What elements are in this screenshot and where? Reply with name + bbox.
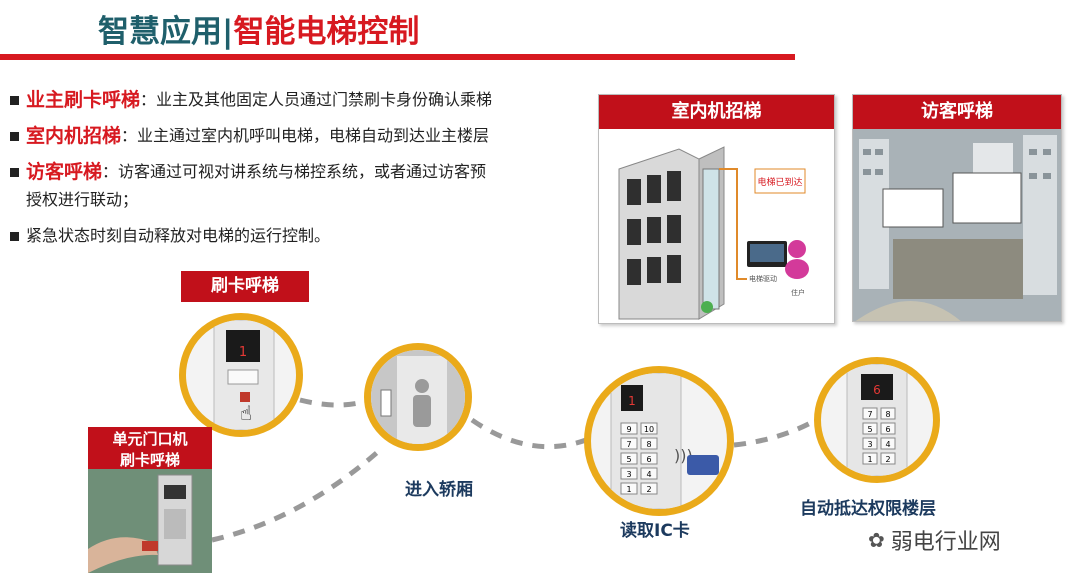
watermark-text: 弱电行业网 [890, 530, 1001, 555]
keypad-button-label: 2 [646, 485, 651, 494]
bullet-text: ：业主及其他固定人员通过门禁刷卡身份确认乘梯 [140, 90, 493, 109]
device-label: 电梯驱动 [749, 274, 777, 283]
keypad-button [640, 437, 658, 450]
cabin-illustration [371, 350, 465, 444]
keypad-button [620, 467, 638, 480]
bullet-indoor-unit: 室内机招梯 ：业主通过室内机呼叫电梯，电梯自动到达业主楼层 [10, 126, 585, 146]
keypad-button-label: 6 [885, 425, 890, 434]
bullet-keyword: 业主刷卡呼梯 [26, 89, 141, 111]
page-title: 智慧应用| 智能电梯控制 [98, 6, 419, 50]
step-read-card-label: 读取IC卡 [620, 521, 690, 541]
bullet-list: 业主刷卡呼梯 ：业主及其他固定人员通过门禁刷卡身份确认乘梯 室内机招梯 ：业主通… [10, 90, 585, 262]
step-enter-cabin [364, 343, 472, 451]
bullet-visitor-continued: 授权进行联动； [10, 190, 585, 210]
wechat-icon: ✿ [868, 528, 885, 552]
floor-panel-illustration: 6 7 8 5 6 3 4 1 2 [846, 364, 908, 476]
door-unit-illustration [88, 469, 212, 573]
bullet-square-icon [10, 231, 19, 241]
keypad-button [620, 452, 638, 465]
keypad-button [862, 437, 878, 450]
keypad-button-label: 5 [867, 425, 872, 434]
keypad-button-label: 4 [646, 470, 651, 479]
card-panel-illustration: 1 ☝ [213, 320, 275, 430]
keypad: 9 10 7 8 5 6 3 4 1 2 [620, 422, 658, 495]
floor-display: 1 [239, 345, 247, 360]
title-underline [0, 54, 795, 60]
keypad-button [640, 482, 658, 495]
door-unit-photo [88, 469, 212, 573]
watermark: ✿ 弱电行业网 [868, 524, 1001, 556]
keypad-button [880, 422, 896, 435]
title-part-1: 智慧应用| [98, 14, 234, 50]
keypad-button-label: 1 [626, 485, 631, 494]
panel-title: 访客呼梯 [853, 95, 1061, 129]
bullet-visitor: 访客呼梯 ：访客通过可视对讲系统与梯控系统，或者通过访客预 [10, 162, 585, 182]
ic-card-icon [687, 455, 719, 475]
step-auto-arrive: 6 7 8 5 6 3 4 1 2 [814, 357, 940, 483]
building-illustration: 电梯已到达 电梯驱动 住户 [618, 146, 809, 320]
keypad-button-label: 7 [626, 440, 631, 449]
title-part-2: 智能电梯控制 [233, 14, 420, 50]
community-illustration [853, 129, 1061, 321]
bullet-text: 紧急状态时刻自动释放对电梯的运行控制。 [26, 226, 331, 245]
indoor-unit-panel: 室内机招梯 电梯已到达 电梯驱动 住户 [598, 94, 835, 324]
bullet-text: ：访客通过可视对讲系统与梯控系统，或者通过访客预 [102, 162, 487, 181]
keypad-button [880, 437, 896, 450]
bullet-text: 授权进行联动； [26, 190, 139, 209]
keypad-button-label: 8 [885, 410, 890, 419]
keypad-button [862, 407, 878, 420]
keypad-button [640, 452, 658, 465]
keypad-button-label: 4 [885, 440, 890, 449]
keypad-button-label: 1 [867, 455, 872, 464]
bullet-square-icon [10, 167, 19, 177]
bullet-keyword: 访客呼梯 [26, 161, 103, 183]
keypad-button [862, 422, 878, 435]
keypad-button [640, 467, 658, 480]
step-enter-cabin-label: 进入轿厢 [405, 480, 473, 500]
keypad-button-label: 6 [646, 455, 651, 464]
screen-label: 电梯已到达 [757, 176, 802, 188]
keypad-button [620, 437, 638, 450]
keypad: 7 8 5 6 3 4 1 2 [862, 407, 896, 465]
bullet-square-icon [10, 95, 19, 105]
keypad-button [880, 452, 896, 465]
panel-title: 室内机招梯 [599, 95, 834, 129]
door-unit-tag: 单元门口机 刷卡呼梯 [88, 427, 212, 471]
keypad-button [620, 482, 638, 495]
door-unit-tag-line1: 单元门口机 [112, 430, 188, 448]
bullet-text: ：业主通过室内机呼叫电梯，电梯自动到达业主楼层 [121, 126, 490, 145]
keypad-button-label: 10 [644, 425, 654, 434]
card-call-tag: 刷卡呼梯 [181, 271, 309, 302]
keypad-button [880, 407, 896, 420]
keypad-button-label: 5 [626, 455, 631, 464]
bullet-owner-card: 业主刷卡呼梯 ：业主及其他固定人员通过门禁刷卡身份确认乘梯 [10, 90, 585, 110]
hand-icon: ☝ [240, 401, 252, 425]
bullet-keyword: 室内机招梯 [26, 125, 122, 147]
step-auto-arrive-label: 自动抵达权限楼层 [800, 499, 936, 519]
step-card-panel: 1 ☝ [179, 313, 303, 437]
keypad-button [640, 422, 658, 435]
keypad-button-label: 9 [626, 425, 631, 434]
visitor-illustration [853, 129, 1061, 321]
keypad-button-label: 3 [867, 440, 872, 449]
floor-display: 1 [628, 394, 636, 408]
visitor-panel: 访客呼梯 [852, 94, 1062, 322]
bullet-square-icon [10, 131, 19, 141]
keypad-button-label: 3 [626, 470, 631, 479]
indoor-illustration: 电梯已到达 电梯驱动 住户 [599, 129, 834, 323]
keypad-button [862, 452, 878, 465]
door-unit-tag-line2: 刷卡呼梯 [119, 451, 180, 469]
keypad-button-label: 7 [867, 410, 872, 419]
floor-display: 6 [873, 383, 881, 397]
keypad-button-label: 8 [646, 440, 651, 449]
resident-label: 住户 [791, 288, 805, 297]
keypad-button-label: 2 [885, 455, 890, 464]
keypad-button [620, 422, 638, 435]
bullet-emergency: 紧急状态时刻自动释放对电梯的运行控制。 [10, 226, 585, 246]
